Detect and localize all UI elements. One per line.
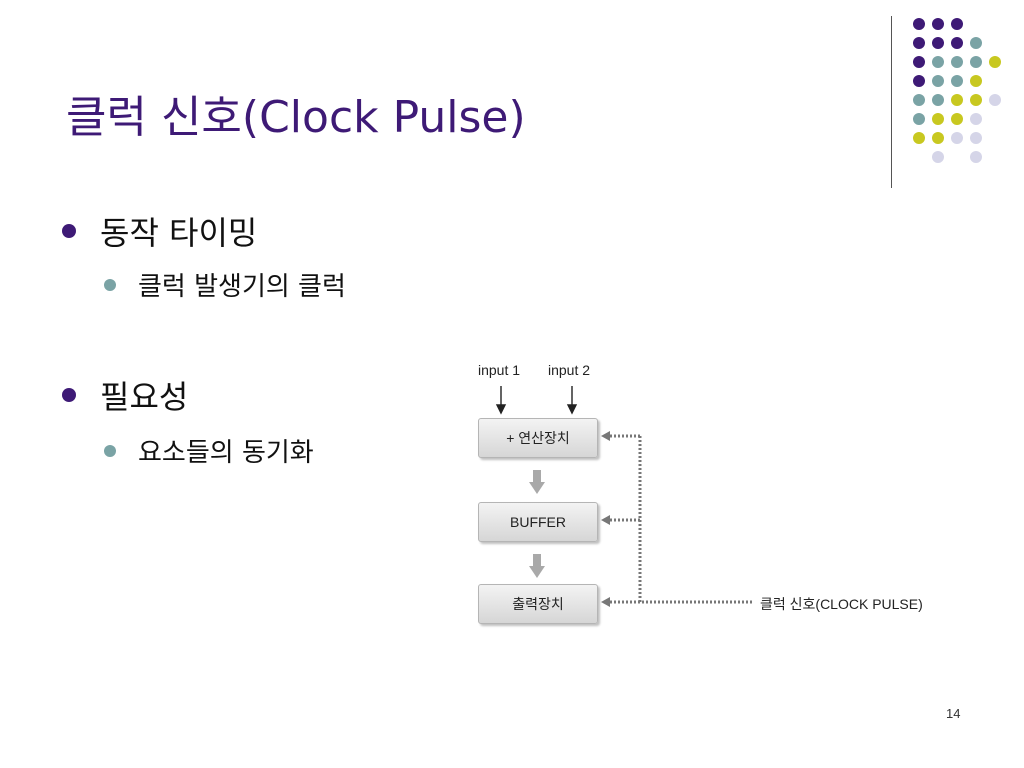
flow-arrow (529, 554, 545, 578)
bullet-level1: 필요성 (62, 372, 188, 418)
flow-arrow (529, 470, 545, 494)
clock-line (610, 434, 752, 604)
bullet-marker (62, 388, 76, 402)
decor-dot (932, 94, 944, 106)
bullet-text: 동작 타이밍 (100, 214, 258, 252)
decor-dot (970, 75, 982, 87)
bullet-level1: 동작 타이밍 (62, 208, 257, 254)
decor-dot (951, 37, 963, 49)
decor-dot (970, 151, 982, 163)
decor-dot (951, 75, 963, 87)
decor-dot (913, 75, 925, 87)
decor-dot (913, 132, 925, 144)
bullet-marker (104, 444, 116, 457)
decorative-divider (891, 16, 892, 188)
decor-dot (932, 132, 944, 144)
clock-pulse-diagram: input 1 input 2 + 연산장치 BUFFER 출력장치 클럭 신호… (470, 358, 960, 638)
decor-dot (970, 113, 982, 125)
bullet-text: 필요성 (100, 378, 189, 416)
slide-title: 클럭 신호(Clock Pulse) (66, 92, 526, 143)
decor-dot (970, 132, 982, 144)
decor-dot (951, 113, 963, 125)
input-label: input 1 (478, 362, 521, 378)
arithmetic-unit-box: + 연산장치 (478, 418, 598, 458)
decor-dot (970, 94, 982, 106)
decor-dot (970, 56, 982, 68)
buffer-box: BUFFER (478, 502, 598, 542)
output-device-box: 출력장치 (478, 584, 598, 624)
decor-dot (970, 37, 982, 49)
bullet-level2: 요소들의 동기화 (104, 432, 314, 469)
decor-dot (932, 56, 944, 68)
bullet-marker (62, 224, 76, 238)
bullet-text: 요소들의 동기화 (138, 438, 314, 468)
bullet-marker (104, 278, 116, 291)
input-arrow (566, 386, 578, 415)
clock-signal-label: 클럭 신호(CLOCK PULSE) (760, 596, 923, 612)
decor-dot (951, 94, 963, 106)
decor-dot (989, 94, 1001, 106)
decor-dot (913, 113, 925, 125)
decor-dot (932, 75, 944, 87)
decor-dot (989, 56, 1001, 68)
decorative-dot-grid (903, 10, 1013, 170)
input-label: input 2 (548, 362, 591, 378)
clock-arrowhead (601, 431, 610, 607)
decor-dot (951, 18, 963, 30)
decor-dot (932, 151, 944, 163)
decor-dot (932, 113, 944, 125)
decor-dot (913, 18, 925, 30)
decor-dot (913, 37, 925, 49)
decor-dot (951, 132, 963, 144)
bullet-level2: 클럭 발생기의 클럭 (104, 266, 346, 303)
page-number: 14 (946, 706, 961, 721)
diagram-connectors (495, 386, 752, 607)
decor-dot (913, 94, 925, 106)
input-arrow (495, 386, 507, 415)
decor-dot (951, 56, 963, 68)
decor-dot (932, 37, 944, 49)
decor-dot (932, 18, 944, 30)
bullet-text: 클럭 발생기의 클럭 (138, 272, 346, 302)
decor-dot (913, 56, 925, 68)
